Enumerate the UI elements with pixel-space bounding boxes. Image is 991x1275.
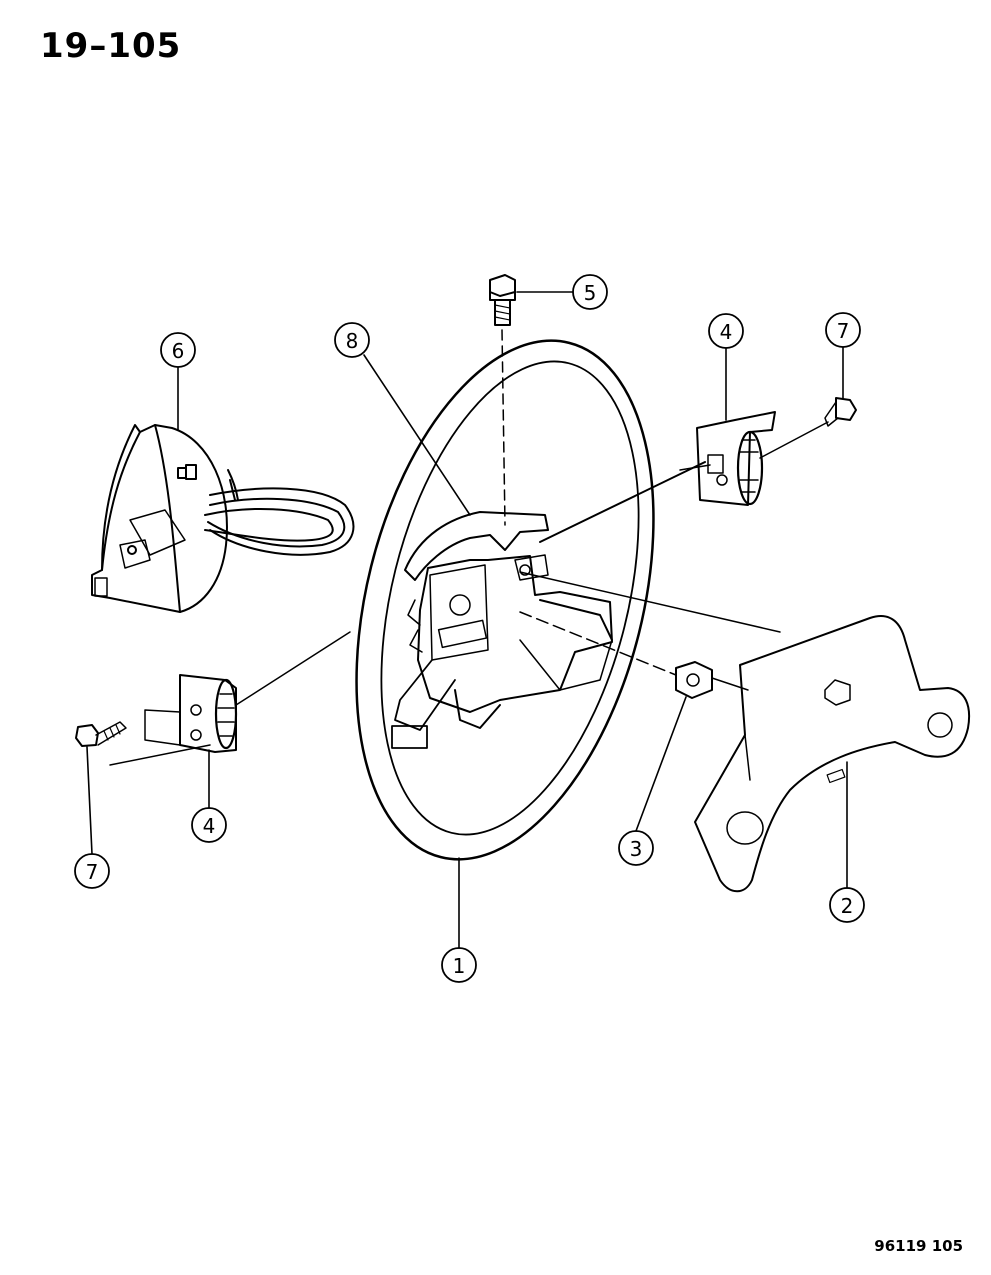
callout-labels: 1 2 3 4 4 5 6 7 7 8 xyxy=(86,281,854,978)
callout-circles xyxy=(74,274,865,983)
hub-bolt xyxy=(489,274,516,526)
callout-7-right: 7 xyxy=(837,319,850,343)
screw-right xyxy=(759,397,857,459)
callout-5: 5 xyxy=(584,281,597,305)
callout-2: 2 xyxy=(841,894,854,918)
steering-wheel xyxy=(355,339,655,861)
drawing-number: 96119 105 xyxy=(874,1237,963,1255)
callout-4-left: 4 xyxy=(203,814,216,838)
page-number: 19–105 xyxy=(40,26,182,66)
callout-7-left-circle xyxy=(74,853,110,889)
switch-assembly-right xyxy=(539,411,776,543)
callout-8: 8 xyxy=(346,329,359,353)
callout-7-left: 7 xyxy=(86,860,99,884)
callout-5-circle xyxy=(572,274,608,310)
callout-1: 1 xyxy=(453,954,466,978)
callout-3: 3 xyxy=(630,837,643,861)
callout-6: 6 xyxy=(172,339,185,363)
hub-cover-plate xyxy=(519,571,970,893)
callout-3-circle xyxy=(618,830,654,866)
callout-1-circle xyxy=(441,947,477,983)
leader-lines xyxy=(86,291,848,949)
callout-7-right-circle xyxy=(825,312,861,348)
clockspring-assembly xyxy=(91,424,355,613)
screw-left xyxy=(75,721,127,747)
callout-4-right-circle xyxy=(708,313,744,349)
callout-6-circle xyxy=(160,332,196,368)
callout-8-circle xyxy=(334,322,370,358)
callout-2-circle xyxy=(829,887,865,923)
callout-4-left-circle xyxy=(191,807,227,843)
hub-nut xyxy=(519,611,749,699)
callout-4-right: 4 xyxy=(720,320,733,344)
switch-assembly-left xyxy=(109,631,351,766)
